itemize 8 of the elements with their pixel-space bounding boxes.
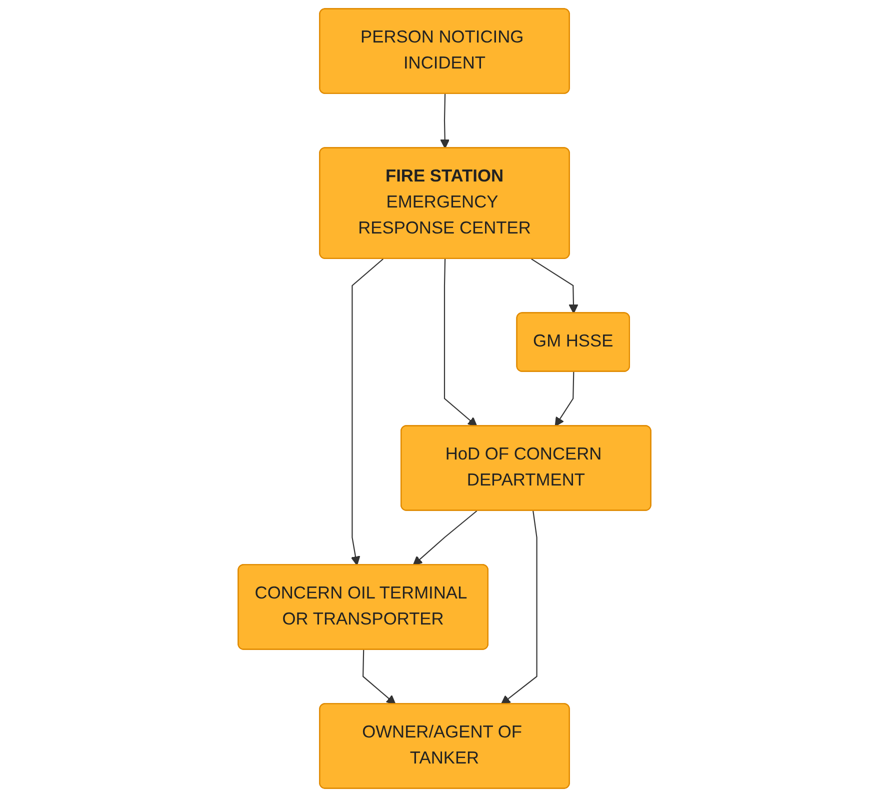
arrow [500, 510, 538, 705]
arrow [440, 94, 450, 149]
arrow [531, 258, 578, 314]
arrow [362, 650, 396, 705]
arrow [412, 510, 478, 566]
arrow [444, 258, 478, 427]
arrow [350, 258, 384, 566]
arrow [554, 372, 574, 427]
